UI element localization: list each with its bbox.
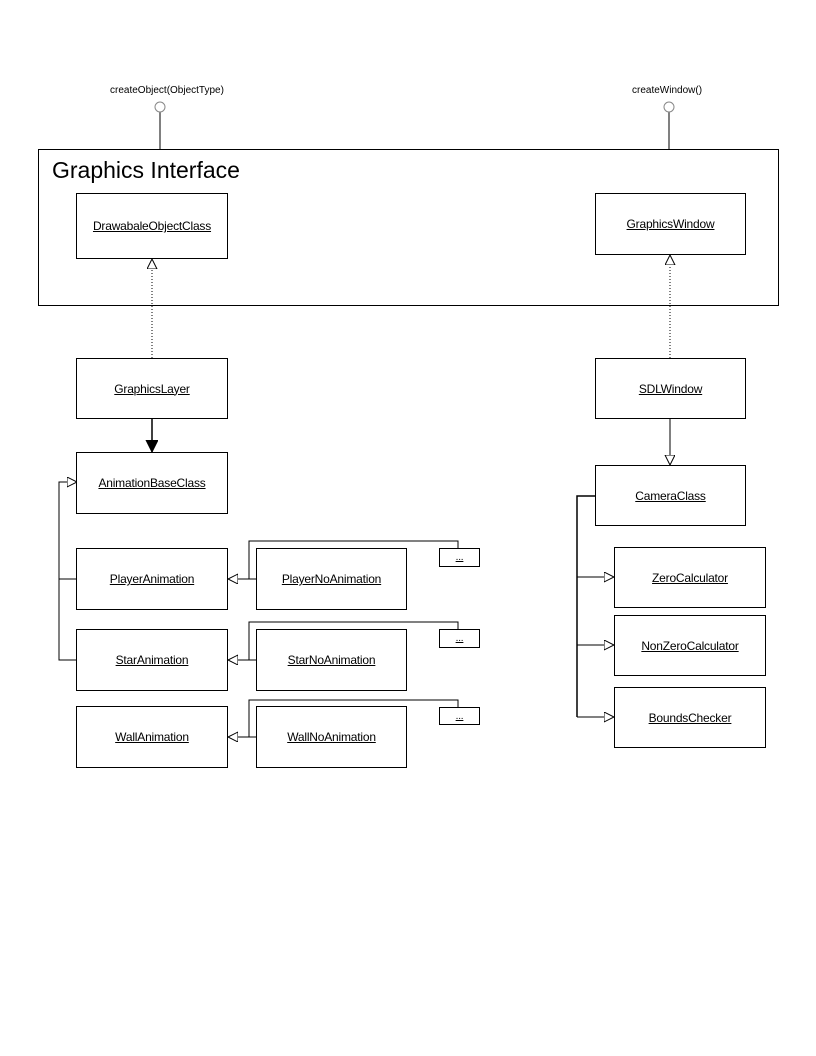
class-label: CameraClass	[635, 488, 706, 503]
connector-ellipsis-1	[248, 540, 459, 579]
interface-label-create-object: createObject(ObjectType)	[110, 85, 224, 96]
class-drawable-object: DrawabaleObjectClass	[76, 193, 228, 259]
class-player-no-animation: PlayerNoAnimation	[256, 548, 407, 610]
class-label: StarNoAnimation	[287, 653, 376, 667]
class-label: ...	[455, 710, 464, 722]
class-label: SDLWindow	[638, 381, 703, 396]
class-label: ZeroCalculator	[652, 570, 728, 585]
interface-lollipop-create-object	[154, 101, 166, 149]
class-ellipsis-3: ...	[439, 707, 480, 725]
class-wall-no-animation: WallNoAnimation	[256, 706, 407, 768]
generalization-animations-to-base	[58, 482, 77, 661]
class-graphics-layer: GraphicsLayer	[76, 358, 228, 419]
class-camera: CameraClass	[595, 465, 746, 526]
class-label: ...	[455, 552, 464, 563]
class-label: GraphicsLayer	[114, 381, 190, 396]
class-label: GraphicsWindow	[626, 217, 715, 231]
class-zero-calculator: ZeroCalculator	[614, 547, 766, 608]
container-title: Graphics Interface	[52, 157, 240, 183]
connector-ellipsis-3	[248, 699, 459, 737]
class-label: ...	[455, 633, 464, 644]
class-label: PlayerNoAnimation	[281, 572, 382, 586]
graphics-interface-container: Graphics Interface	[38, 149, 779, 306]
class-label: DrawabaleObjectClass	[92, 219, 212, 233]
class-label: StarAnimation	[115, 653, 189, 667]
class-bounds-checker: BoundsChecker	[614, 687, 766, 748]
class-label: BoundsChecker	[648, 710, 732, 725]
class-label: NonZeroCalculator	[641, 638, 739, 653]
interface-label-create-window: createWindow()	[632, 85, 703, 96]
connector-camera-trunk	[576, 495, 595, 717]
class-graphics-window: GraphicsWindow	[595, 193, 746, 255]
class-label: WallNoAnimation	[287, 730, 376, 744]
class-label: AnimationBaseClass	[98, 476, 206, 490]
connector-ellipsis-2	[248, 621, 459, 660]
class-star-no-animation: StarNoAnimation	[256, 629, 407, 691]
class-label: WallAnimation	[115, 730, 189, 744]
class-label: PlayerAnimation	[109, 572, 195, 586]
class-player-animation: PlayerAnimation	[76, 548, 228, 610]
class-ellipsis-1: ...	[439, 548, 480, 567]
interface-lollipop-create-window	[663, 101, 675, 149]
class-ellipsis-2: ...	[439, 629, 480, 648]
class-wall-animation: WallAnimation	[76, 706, 228, 768]
class-non-zero-calculator: NonZeroCalculator	[614, 615, 766, 676]
class-animation-base: AnimationBaseClass	[76, 452, 228, 514]
class-star-animation: StarAnimation	[76, 629, 228, 691]
class-sdl-window: SDLWindow	[595, 358, 746, 419]
